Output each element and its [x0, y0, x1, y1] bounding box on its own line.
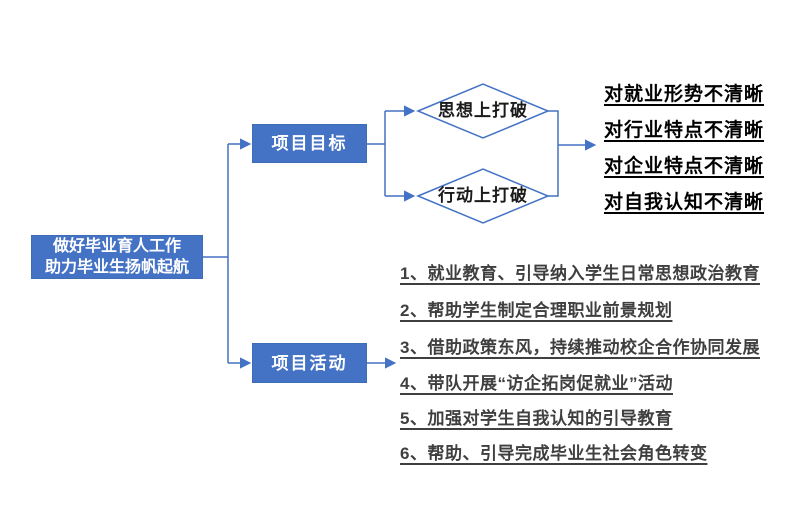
diamond-label-action: 行动上打破	[438, 186, 528, 205]
goal-issue-item: 对企业特点不清晰	[604, 156, 765, 177]
activity-item: 1、就业教育、引导纳入学生日常思想政治教育	[400, 264, 760, 283]
goal-issue-item: 对就业形势不清晰	[604, 84, 765, 105]
branch-activity-node: 项目活动	[252, 343, 367, 383]
diamond-shape-thought	[416, 83, 550, 139]
root-node-line2: 助力毕业生扬帆起航	[44, 259, 189, 276]
connector-lines	[203, 110, 559, 363]
goal-issue-item: 对自我认知不清晰	[604, 192, 765, 213]
branch-activity-label: 项目活动	[271, 353, 348, 373]
root-node: 做好毕业育人工作 助力毕业生扬帆起航	[31, 235, 203, 279]
activity-item: 5、加强对学生自我认知的引导教育	[400, 409, 673, 428]
diamond-shape-action	[416, 168, 550, 224]
branch-goal-label: 项目目标	[271, 134, 348, 153]
root-node-line1: 做好毕业育人工作	[52, 238, 181, 255]
activity-item: 3、借助政策东风，持续推动校企合作协同发展	[400, 338, 760, 357]
activity-item: 2、帮助学生制定合理职业前景规划	[400, 301, 673, 320]
diamond-label-thought: 思想上打破	[438, 101, 528, 120]
activity-item: 6、帮助、引导完成毕业生社会角色转变	[400, 444, 708, 463]
activity-item: 4、带队开展“访企拓岗促就业”活动	[400, 374, 673, 393]
goal-issue-item: 对行业特点不清晰	[604, 120, 765, 141]
branch-goal-node: 项目目标	[252, 124, 367, 163]
